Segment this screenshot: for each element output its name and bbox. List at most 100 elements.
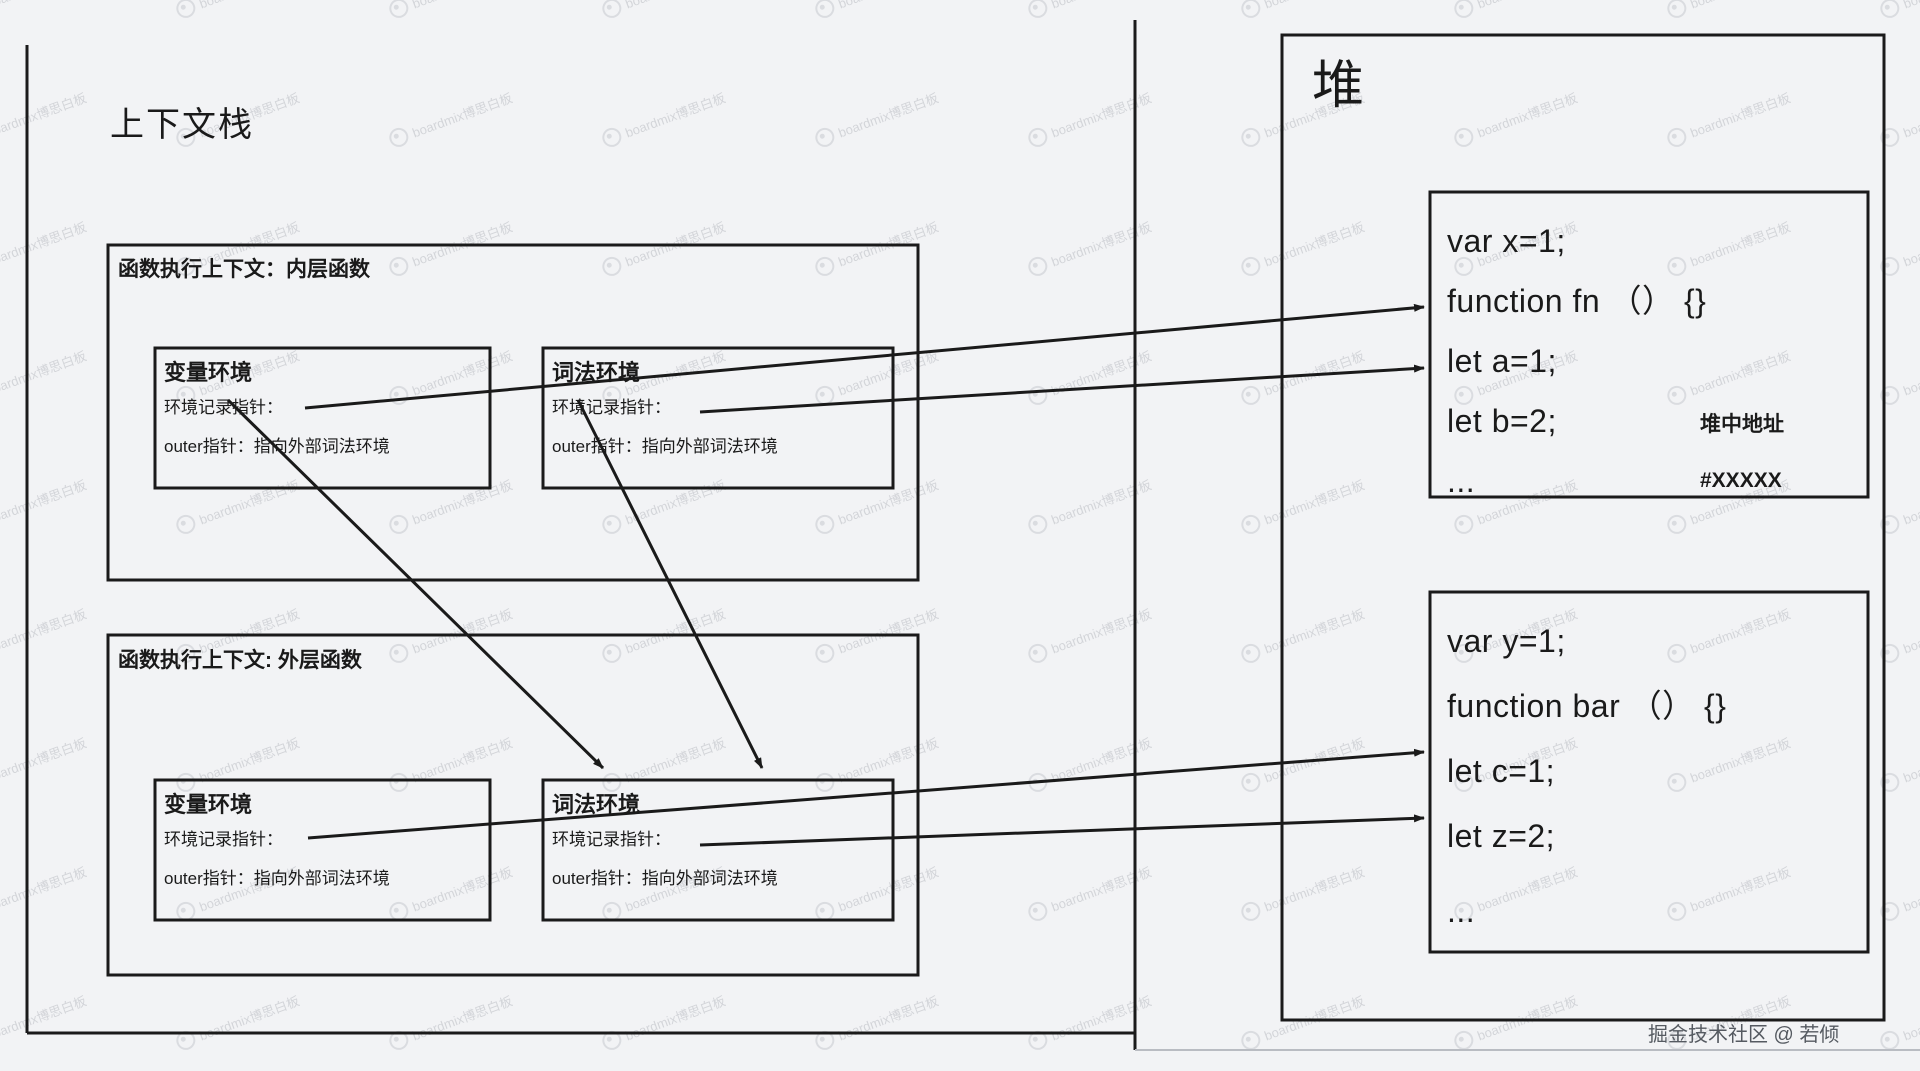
arrow-inner-lex-to-heap1: [699, 364, 1425, 414]
watermark-tile: boardmix博思白板: [599, 216, 728, 279]
boardmix-logo-icon: [1877, 0, 1903, 21]
watermark-text: boardmix博思白板: [410, 348, 515, 399]
boardmix-logo-icon: [1877, 512, 1903, 537]
watermark-tile: boardmix博思白板: [173, 474, 302, 537]
watermark-tile: boardmix博思白板: [812, 216, 941, 279]
boardmix-logo-icon: [1025, 125, 1051, 150]
boardmix-logo-icon: [386, 383, 412, 408]
env-title-outer-variable: 变量环境: [164, 792, 253, 817]
arrow-outer-lex-to-heap2: [699, 814, 1425, 847]
watermark-tile: boardmix博思白板: [1025, 216, 1154, 279]
watermark-tile: boardmix博思白板: [1877, 603, 1920, 666]
boardmix-logo-icon: [1877, 383, 1903, 408]
watermark-text: boardmix博思白板: [836, 606, 941, 657]
heap-block-1-code-3: let b=2;: [1447, 403, 1557, 439]
boardmix-logo-icon: [1238, 0, 1264, 21]
watermark-tile: boardmix博思白板: [599, 732, 728, 795]
watermark-text: boardmix博思白板: [1901, 477, 1920, 528]
boardmix-logo-icon: [1238, 125, 1264, 150]
watermark-text: boardmix博思白板: [1049, 219, 1154, 270]
watermark-tile: boardmix博思白板: [0, 861, 89, 923]
boardmix-logo-icon: [173, 770, 199, 795]
boardmix-logo-icon: [1025, 0, 1051, 21]
watermark-text: boardmix博思白板: [197, 993, 302, 1044]
watermark-text: boardmix博思白板: [197, 477, 302, 528]
watermark-tile: boardmix博思白板: [1664, 861, 1793, 924]
watermark-tile: boardmix博思白板: [1877, 732, 1920, 795]
heap-title: 堆: [1312, 57, 1365, 115]
watermark-tile: boardmix博思白板: [1877, 474, 1920, 537]
boardmix-logo-icon: [1664, 899, 1690, 924]
heap-block-1-code-0: var x=1;: [1447, 223, 1566, 259]
boardmix-logo-icon: [1238, 641, 1264, 666]
boardmix-logo-icon: [1664, 383, 1690, 408]
watermark-text: boardmix博思白板: [1688, 219, 1793, 270]
boardmix-logo-icon: [1025, 770, 1051, 795]
watermark-text: boardmix博思白板: [1049, 90, 1154, 141]
watermark-text: boardmix博思白板: [623, 219, 728, 270]
watermark-tile: boardmix博思白板: [1451, 87, 1580, 150]
boardmix-logo-icon: [812, 641, 838, 666]
boardmix-logo-icon: [173, 512, 199, 537]
stack-title: 上下文栈: [110, 106, 254, 144]
watermark-tile: boardmix博思白板: [1025, 732, 1154, 795]
watermark-text: boardmix博思白板: [410, 477, 515, 528]
watermark-tile: boardmix博思白板: [1664, 216, 1793, 279]
heap-block-1-code-1: function fn （） {}: [1447, 283, 1707, 319]
boardmix-logo-icon: [173, 899, 199, 924]
watermark-tile: boardmix博思白板: [1025, 345, 1154, 408]
boardmix-logo-icon: [812, 125, 838, 150]
heap-block-2-code-2: let c=1;: [1447, 753, 1556, 789]
watermark-text: boardmix博思白板: [0, 348, 89, 399]
watermark-text: boardmix博思白板: [1262, 993, 1367, 1044]
boardmix-logo-icon: [1877, 899, 1903, 924]
boardmix-logo-icon: [599, 1028, 625, 1053]
boardmix-logo-icon: [1664, 512, 1690, 537]
boardmix-logo-icon: [1877, 125, 1903, 150]
watermark-tile: boardmix博思白板: [173, 990, 302, 1053]
watermark-text: boardmix博思白板: [1688, 90, 1793, 141]
env-record-pointer-inner-variable: 环境记录指针：: [164, 398, 283, 417]
watermark-tile: boardmix博思白板: [0, 990, 89, 1052]
watermark-text: boardmix博思白板: [1262, 864, 1367, 915]
watermark-text: boardmix博思白板: [1901, 864, 1920, 915]
watermark-tile: boardmix博思白板: [173, 0, 302, 21]
watermark-text: boardmix博思白板: [1687, 0, 1793, 12]
boardmix-logo-icon: [1451, 1028, 1477, 1053]
boardmix-logo-icon: [386, 125, 412, 150]
watermark-text: boardmix博思白板: [1901, 219, 1920, 270]
watermark-text: boardmix博思白板: [1475, 864, 1580, 915]
watermark-text: boardmix博思白板: [836, 477, 941, 528]
watermark-text: boardmix博思白板: [1262, 348, 1367, 399]
watermark-text: boardmix博思白板: [1475, 477, 1580, 528]
watermark-text: boardmix博思白板: [1688, 735, 1793, 786]
watermark-tile: boardmix博思白板: [1877, 0, 1920, 21]
boardmix-logo-icon: [812, 770, 838, 795]
boardmix-logo-icon: [1025, 641, 1051, 666]
boardmix-logo-icon: [1238, 1028, 1264, 1053]
boardmix-logo-icon: [599, 899, 625, 924]
watermark-tile: boardmix博思白板: [812, 345, 941, 408]
boardmix-logo-icon: [812, 899, 838, 924]
env-outer-pointer-outer-lexical: outer指针：指向外部词法环境: [552, 869, 778, 888]
watermark-tile: boardmix博思白板: [599, 603, 728, 666]
watermark-text: boardmix博思白板: [623, 477, 728, 528]
watermark-tile: boardmix博思白板: [1877, 861, 1920, 924]
boardmix-logo-icon: [1664, 0, 1690, 21]
env-outer-pointer-outer-variable: outer指针：指向外部词法环境: [164, 869, 390, 888]
watermark-tile: boardmix博思白板: [1877, 87, 1920, 150]
footer-credit: 掘金技术社区 @ 若倾: [1648, 1024, 1840, 1046]
heap-block-2-code-0: var y=1;: [1447, 623, 1566, 659]
watermark-tile: boardmix博思白板: [1025, 861, 1154, 924]
watermark-tile: boardmix博思白板: [0, 474, 89, 536]
watermark-text: boardmix博思白板: [0, 735, 89, 786]
watermark-text: boardmix博思白板: [410, 735, 515, 786]
watermark-text: boardmix博思白板: [1049, 735, 1154, 786]
watermark-text: boardmix博思白板: [0, 0, 89, 12]
boardmix-logo-icon: [1025, 383, 1051, 408]
boardmix-logo-icon: [1451, 125, 1477, 150]
env-title-inner-lexical: 词法环境: [552, 360, 641, 385]
watermark-tile: boardmix博思白板: [386, 216, 515, 279]
watermark-tile: boardmix博思白板: [386, 0, 515, 21]
watermark-text: boardmix博思白板: [836, 90, 941, 141]
